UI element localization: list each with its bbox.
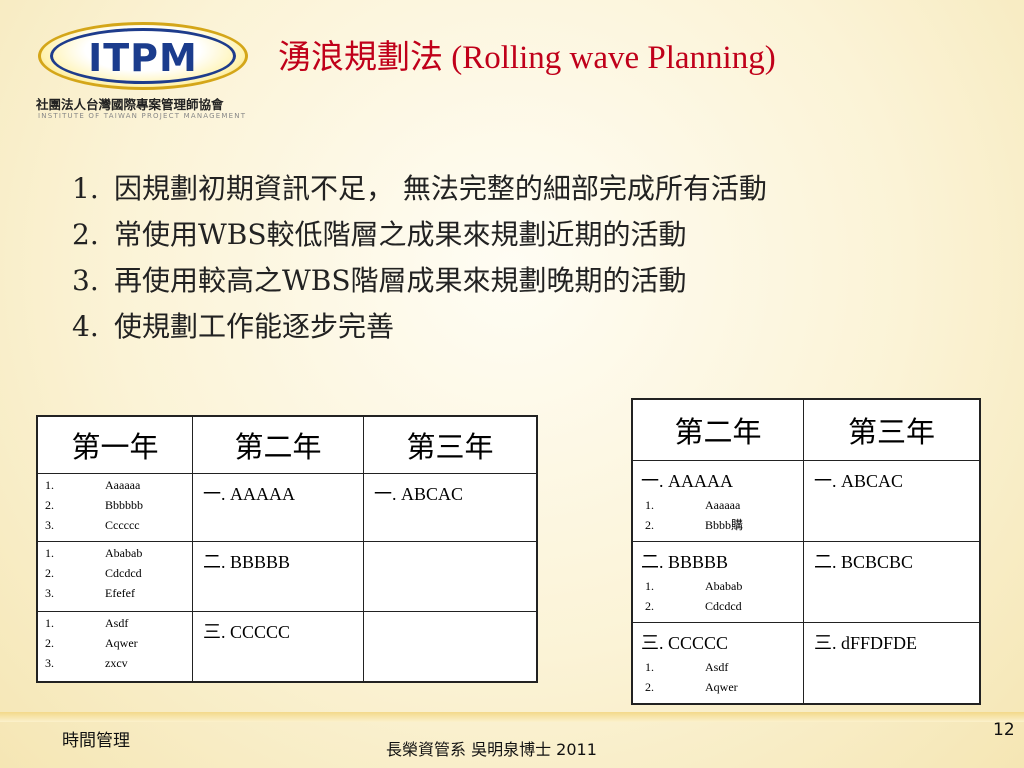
footer-section-label: 時間管理 — [62, 731, 130, 751]
item-text: Efefef — [105, 586, 135, 600]
bullet-text: 常使用WBS較低階層之成果來規劃近期的活動 — [114, 218, 687, 251]
header-cell: 第二年 — [192, 415, 364, 474]
item-number: 3. — [45, 586, 54, 600]
bullet-number: 1. — [72, 172, 99, 205]
item-text: Aaaaaa — [105, 478, 141, 492]
table-row: 1. Ababab 2. Cdcdcd 3. Efefef 二. BBBBB — [36, 541, 538, 612]
table-row: 1. Asdf 2. Aqwer 3. zxcv 三. CCCCC — [36, 611, 538, 682]
item-number: 1. — [45, 478, 54, 492]
item-number: 2. — [645, 599, 654, 613]
header-cell: 第三年 — [803, 398, 981, 461]
work-package-title: 三. CCCCC — [641, 633, 729, 653]
work-package-cell: 二. BBBBB 1. Ababab 2. Cdcdcd — [631, 541, 804, 623]
task-list-cell: 1. Asdf 2. Aqwer 3. zxcv — [36, 611, 193, 682]
plan-table-left: 第一年 第二年 第三年 1. Aaaaaa 2. Bbbbbb 3. Cccccc 一… — [36, 415, 538, 683]
work-package-title: 一. AAAAA — [641, 471, 733, 491]
item-number: 1. — [45, 616, 54, 630]
work-package-cell: 三. CCCCC — [192, 611, 364, 682]
work-package-cell: 三. CCCCC 1. Asdf 2. Aqwer — [631, 622, 804, 705]
page-number: 12 — [993, 720, 1015, 740]
item-number: 2. — [45, 566, 54, 580]
work-package-cell: 一. AAAAA — [192, 473, 364, 542]
item-number: 1. — [645, 579, 654, 593]
task-list-cell: 1. Ababab 2. Cdcdcd 3. Efefef — [36, 541, 193, 612]
bullet-item: 4. 使規劃工作能逐步完善 — [72, 304, 954, 350]
work-package-cell — [363, 541, 538, 612]
item-number: 1. — [45, 546, 54, 560]
header-cell: 第三年 — [363, 415, 538, 474]
bullet-text: 使規劃工作能逐步完善 — [114, 310, 395, 343]
bullet-item: 2. 常使用WBS較低階層之成果來規劃近期的活動 — [72, 212, 954, 258]
item-number: 2. — [645, 680, 654, 694]
item-text: Aaaaaa — [705, 498, 741, 512]
work-package-cell: 三. dFFDFDE — [803, 622, 981, 705]
work-package-cell: 二. BBBBB — [192, 541, 364, 612]
item-number: 2. — [645, 518, 654, 532]
item-text: Bbbbbb — [105, 498, 144, 512]
header-cell: 第二年 — [631, 398, 804, 461]
bullet-text: 因規劃初期資訊不足， 無法完整的細部完成所有活動 — [114, 172, 767, 205]
bullet-list: 1. 因規劃初期資訊不足， 無法完整的細部完成所有活動 2. 常使用WBS較低階層之… — [72, 166, 954, 350]
item-number: 1. — [645, 660, 654, 674]
logo-mark: ITPM — [88, 36, 198, 80]
work-package-cell — [363, 611, 538, 682]
work-package-cell: 一. AAAAA 1. Aaaaaa 2. Bbbb購 — [631, 460, 804, 542]
table-row: 一. AAAAA 1. Aaaaaa 2. Bbbb購 一. ABCAC — [631, 460, 981, 542]
item-text: Cdcdcd — [105, 566, 142, 580]
table-row: 三. CCCCC 1. Asdf 2. Aqwer 三. dFFDFDE — [631, 622, 981, 705]
bullet-number: 4. — [72, 310, 99, 343]
table-row: 1. Aaaaaa 2. Bbbbbb 3. Cccccc 一. AAAAA 一. A… — [36, 473, 538, 542]
bullet-item: 3. 再使用較高之WBS階層成果來規劃晚期的活動 — [72, 258, 954, 304]
task-list-cell: 1. Aaaaaa 2. Bbbbbb 3. Cccccc — [36, 473, 193, 542]
bullet-number: 3. — [72, 264, 99, 297]
item-number: 2. — [45, 498, 54, 512]
footer-author: 長榮資管系 吳明泉博士 2011 — [386, 740, 597, 759]
work-package-title: 二. BBBBB — [641, 552, 729, 572]
item-text: Asdf — [105, 616, 129, 630]
bullet-text: 再使用較高之WBS階層成果來規劃晚期的活動 — [114, 264, 687, 297]
item-text: Asdf — [705, 660, 729, 674]
itpm-logo: ITPM 社團法人台灣國際專案管理師協會 INSTITUTE OF TAIWAN… — [28, 22, 268, 122]
bullet-item: 1. 因規劃初期資訊不足， 無法完整的細部完成所有活動 — [72, 166, 954, 212]
logo-org-name: 社團法人台灣國際專案管理師協會 — [36, 97, 224, 112]
header-cell: 第一年 — [36, 415, 193, 474]
item-text: zxcv — [105, 656, 128, 670]
work-package-cell: 一. ABCAC — [803, 460, 981, 542]
item-text: Cccccc — [105, 518, 140, 532]
item-text: Aqwer — [105, 636, 138, 650]
logo-ring — [50, 28, 236, 84]
slide-title: 湧浪規劃法 (Rolling wave Planning) — [278, 40, 776, 76]
item-text: Cdcdcd — [705, 599, 742, 613]
work-package-cell: 一. ABCAC — [363, 473, 538, 542]
item-number: 3. — [45, 656, 54, 670]
table-row: 二. BBBBB 1. Ababab 2. Cdcdcd 二. BCBCBC — [631, 541, 981, 623]
item-number: 2. — [45, 636, 54, 650]
logo-org-english: INSTITUTE OF TAIWAN PROJECT MANAGEMENT — [38, 112, 247, 120]
work-package-cell: 二. BCBCBC — [803, 541, 981, 623]
item-text: Ababab — [105, 546, 143, 560]
plan-table-right: 第二年 第三年 一. AAAAA 1. Aaaaaa 2. Bbbb購 一. ABC… — [631, 398, 981, 705]
item-text: Bbbb購 — [705, 518, 744, 532]
bullet-number: 2. — [72, 218, 99, 251]
item-number: 1. — [645, 498, 654, 512]
item-number: 3. — [45, 518, 54, 532]
item-text: Ababab — [705, 579, 743, 593]
item-text: Aqwer — [705, 680, 738, 694]
footer-band — [0, 712, 1024, 722]
